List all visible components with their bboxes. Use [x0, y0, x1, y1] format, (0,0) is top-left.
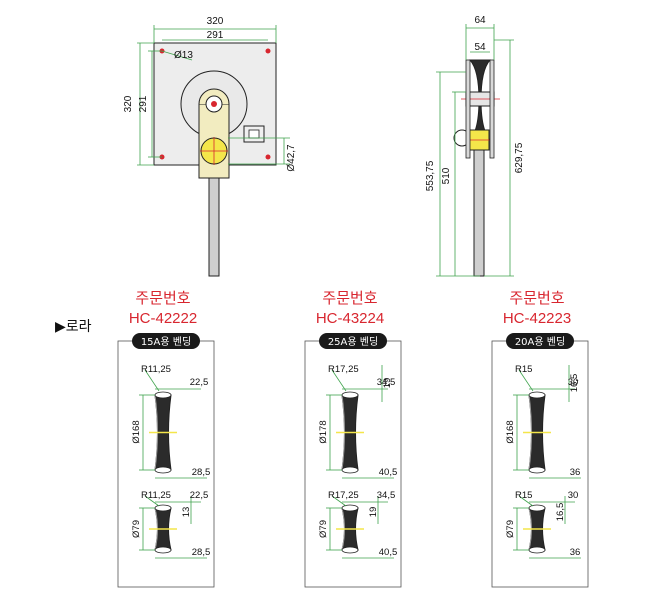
roller-top-edge [154, 504, 172, 512]
dim-small-radius: R11,25 [141, 490, 171, 501]
roller-top-edge [154, 391, 172, 399]
dim-large-bottom-width: 40,5 [379, 467, 398, 478]
dim-large-dia: Ø168 [505, 420, 516, 443]
dim-small-top-width: 34,5 [377, 490, 396, 501]
dim-large-radius: R17,25 [328, 364, 359, 375]
order-code: HC-42223 [503, 310, 571, 327]
dim-side-width-outer: 64 [474, 15, 486, 26]
dim-small-dia: Ø79 [318, 520, 329, 538]
roller-top-edge [341, 391, 359, 399]
roller-bottom-edge [528, 546, 546, 554]
dimension-line [144, 369, 160, 392]
dim-small-bottom-width: 36 [570, 547, 581, 558]
dimension-line [331, 369, 347, 392]
roller-panel: 15A용 벤딩 [117, 333, 215, 588]
dim-side-h2: 510 [441, 167, 452, 184]
order-number-label: 주문번호 [509, 289, 564, 307]
dim-large-bottom-width: 28,5 [192, 467, 211, 478]
dim-width-inner: 291 [207, 30, 224, 41]
dimension-line [144, 495, 160, 507]
section-title: ▶로라 [55, 319, 92, 335]
side-handle [473, 149, 485, 277]
side-view: 64 54 553,75 510 629,75 [425, 15, 525, 277]
dim-large-dia: Ø178 [318, 420, 329, 443]
dim-small-side: 13 [181, 507, 192, 518]
roller-panels: 15A용 벤딩주문번호HC-42222R11,2522,5Ø16828,5R11… [117, 289, 589, 588]
dim-small-side: 19 [368, 507, 379, 518]
dim-side-h1: 553,75 [425, 160, 436, 191]
dim-small-side: 16,5 [555, 503, 566, 522]
roller-bottom-edge [341, 546, 359, 554]
corner-hole [265, 154, 271, 160]
roller-top-edge [528, 391, 546, 399]
dim-hole: Ø13 [174, 50, 193, 61]
dim-large-top-width: 22,5 [190, 377, 209, 388]
dim-small-radius: R17,25 [328, 490, 359, 501]
dim-large-radius: R15 [515, 364, 532, 375]
dim-height-outer: 320 [123, 95, 134, 112]
size-badge-label: 15A용 벤딩 [141, 336, 191, 348]
roller-top-edge [528, 504, 546, 512]
dim-small-radius: R15 [515, 490, 532, 501]
dim-small-dia: Ø79 [131, 520, 142, 538]
dim-small-dia: Ø79 [505, 520, 516, 538]
dim-large-radius: R11,25 [141, 364, 171, 375]
dim-large-side: 16,5 [569, 374, 580, 393]
front-view: 320 291 Ø13 320 291 Ø42,7 [123, 16, 297, 277]
size-badge-label: 20A용 벤딩 [515, 336, 565, 348]
dim-small-bottom-width: 40,5 [379, 547, 398, 558]
roller-panel: 25A용 벤딩 [304, 333, 402, 588]
size-badge [132, 333, 200, 349]
dim-large-top-width: 30 [568, 377, 579, 388]
dim-large-dia: Ø168 [131, 420, 142, 443]
roller-bottom-edge [528, 466, 546, 474]
dim-side-h3: 629,75 [514, 142, 525, 173]
order-number-label: 주문번호 [135, 289, 190, 307]
dim-small-top-width: 22,5 [190, 490, 209, 501]
dimension-line [518, 495, 534, 507]
size-badge [506, 333, 574, 349]
dim-small-bottom-width: 28,5 [192, 547, 211, 558]
dim-width-outer: 320 [207, 16, 224, 27]
corner-hole [265, 48, 271, 54]
dim-pin-dia: Ø42,7 [286, 144, 297, 172]
order-code: HC-43224 [316, 310, 384, 327]
roller-bottom-edge [154, 466, 172, 474]
size-badge-label: 25A용 벤딩 [328, 336, 378, 348]
dim-small-top-width: 30 [568, 490, 579, 501]
handle-bar [208, 177, 220, 277]
roller-bottom-edge [154, 546, 172, 554]
dim-side-width-inner: 54 [474, 42, 486, 53]
dim-large-side: 19 [382, 378, 393, 389]
order-code: HC-42222 [129, 310, 197, 327]
dimension-line [331, 495, 347, 507]
dimension-line [518, 369, 534, 392]
dim-large-top-width: 34,5 [377, 377, 396, 388]
dim-large-bottom-width: 36 [570, 467, 581, 478]
dim-height-inner: 291 [138, 95, 149, 112]
roller-panel: 20A용 벤딩 [491, 333, 589, 588]
roller-top-edge [341, 504, 359, 512]
roller-bottom-edge [341, 466, 359, 474]
order-number-label: 주문번호 [322, 289, 377, 307]
size-badge [319, 333, 387, 349]
